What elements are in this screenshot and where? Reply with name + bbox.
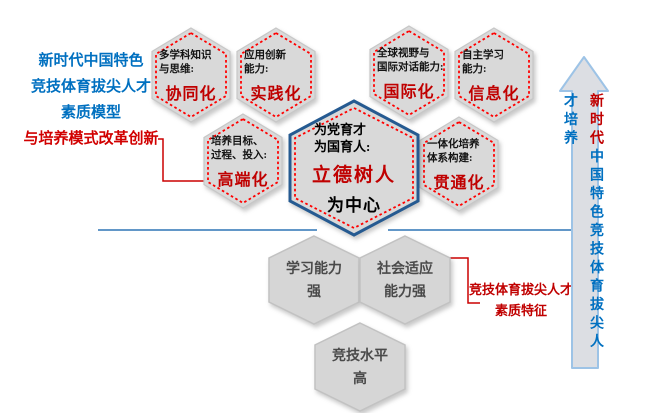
hexagon-content: 培养目标、 过程、投入: 高端化 xyxy=(203,113,283,209)
hexagon-label: 培养目标、 过程、投入: xyxy=(211,135,267,161)
hexagon-shape xyxy=(359,235,451,325)
hexagon-international: 全球视野与 国际对话能力: 国际化 xyxy=(369,25,449,121)
hexagon-shape xyxy=(419,116,499,212)
hexagon-shape xyxy=(314,322,406,412)
hexagon-center-lidshuren: 为党育才 为国育人: 立德树人 为中心 xyxy=(287,99,421,237)
hexagon-content: 学习能力 强 xyxy=(268,235,360,325)
hexagon-body xyxy=(268,235,360,325)
arrow-text: 新时代中国特色竞技体育拔尖人才培养 xyxy=(558,93,610,370)
model-title-line-2: 竞技体育拔尖人才 xyxy=(30,78,151,95)
model-title-line-red: 与培养模式改革创新 xyxy=(23,130,159,147)
hexagon-label: 多学科知识 与思维: xyxy=(159,49,212,75)
hexagon-body xyxy=(314,322,406,412)
arrow-text-highlight: 新时代 xyxy=(589,93,605,149)
hexagon-social-adaptability: 社会适应 能力强 xyxy=(359,235,451,325)
hexagon-body xyxy=(151,27,231,123)
hexagon-label: 一体化培养 体系构建: xyxy=(427,138,480,164)
feature-label: 竞技体育拔尖人才 素质特征 xyxy=(468,282,573,318)
hexagon-practice: 应用创新 能力: 实践化 xyxy=(236,27,316,123)
hexagon-keyword: 实践化 xyxy=(250,85,302,103)
model-title-block: 新时代中国特色 竞技体育拔尖人才 素质模型 与培养模式改革创新 xyxy=(10,48,172,152)
model-title-line-1: 新时代中国特色 xyxy=(38,52,144,69)
hexagon-body xyxy=(454,27,534,123)
hexagon-body xyxy=(288,99,420,237)
hexagon-keyword: 国际化 xyxy=(383,83,435,101)
hexagon-content: 自主学习 能力: 信息化 xyxy=(454,27,534,123)
hexagon-competitive-level: 竞技水平 高 xyxy=(314,322,406,412)
hexagon-keyword: 信息化 xyxy=(468,85,520,103)
hexagon-shape xyxy=(369,25,449,121)
hexagon-content: 为党育才 为国育人: 立德树人 为中心 xyxy=(287,99,421,237)
arrow-shape xyxy=(559,56,609,369)
hexagon-shape xyxy=(288,99,420,237)
hexagon-collaboration: 多学科知识 与思维: 协同化 xyxy=(151,27,231,123)
arrow-text-rest: 中国特色竞技体育拔尖人才培养 xyxy=(563,93,605,352)
hexagon-body xyxy=(369,25,449,121)
hexagon-integration: 一体化培养 体系构建: 贯通化 xyxy=(419,116,499,212)
upward-arrow: 新时代中国特色竞技体育拔尖人才培养 xyxy=(558,55,610,370)
hexagon-learning-ability: 学习能力 强 xyxy=(268,235,360,325)
hexagon-shape xyxy=(268,235,360,325)
hexagon-body xyxy=(359,235,451,325)
hexagon-content: 一体化培养 体系构建: 贯通化 xyxy=(419,116,499,212)
center-hexagon-label: 为党育才 为国育人: xyxy=(314,121,371,154)
trait-hexagon-text: 竞技水平 高 xyxy=(332,347,388,386)
hexagon-body xyxy=(203,113,283,209)
hexagon-content: 竞技水平 高 xyxy=(314,322,406,412)
hexagon-body xyxy=(236,27,316,123)
hexagon-dotted-border xyxy=(294,106,414,230)
hexagon-label: 应用创新 能力: xyxy=(244,49,286,75)
arrow-body xyxy=(559,56,609,369)
hexagon-keyword: 高端化 xyxy=(217,171,269,189)
trait-hexagon-text: 学习能力 强 xyxy=(286,260,342,299)
hexagon-keyword: 协同化 xyxy=(165,85,217,103)
hexagon-content: 社会适应 能力强 xyxy=(359,235,451,325)
hexagon-label: 全球视野与 国际对话能力: xyxy=(377,47,444,73)
hexagon-shape xyxy=(151,27,231,123)
center-hexagon-suffix: 为中心 xyxy=(327,195,381,215)
hexagon-content: 全球视野与 国际对话能力: 国际化 xyxy=(369,25,449,121)
hexagon-content: 多学科知识 与思维: 协同化 xyxy=(151,27,231,123)
hexagon-label: 自主学习 能力: xyxy=(462,49,504,75)
hexagon-highend: 培养目标、 过程、投入: 高端化 xyxy=(203,113,283,209)
model-title-line-3: 素质模型 xyxy=(60,104,121,121)
hexagon-content: 应用创新 能力: 实践化 xyxy=(236,27,316,123)
hexagon-shape xyxy=(203,113,283,209)
hexagon-body xyxy=(419,116,499,212)
hexagon-shape xyxy=(454,27,534,123)
trait-hexagon-text: 社会适应 能力强 xyxy=(377,260,433,299)
center-hexagon-keyword: 立德树人 xyxy=(311,164,396,186)
hexagon-shape xyxy=(236,27,316,123)
hexagon-keyword: 贯通化 xyxy=(433,174,485,192)
hexagon-information: 自主学习 能力: 信息化 xyxy=(454,27,534,123)
